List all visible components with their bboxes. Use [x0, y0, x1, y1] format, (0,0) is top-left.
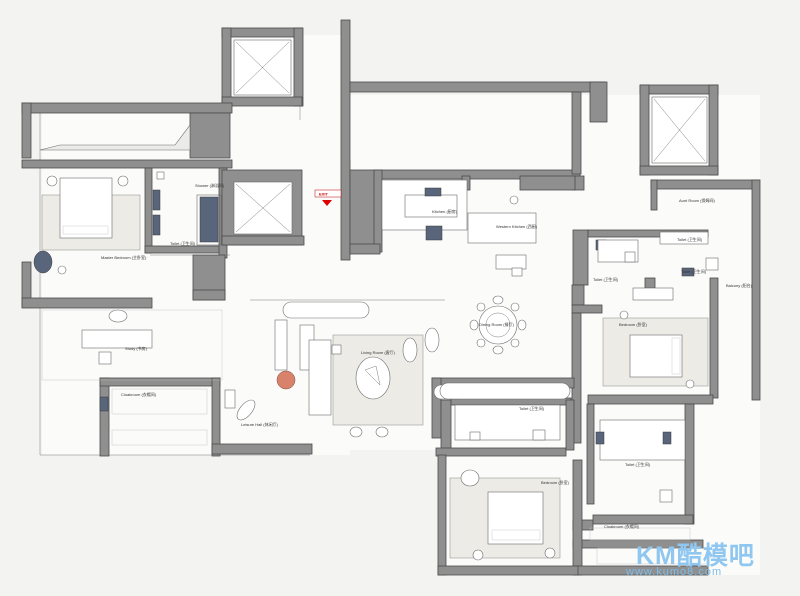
label-dining-room: Dining Room (餐厅) [479, 321, 515, 327]
label-leisure-hall: Leisure Hall (休闲厅) [241, 421, 279, 427]
stair-hatch [39, 124, 191, 151]
dining-room-furniture [469, 295, 527, 355]
label-shower: Shower (淋浴间) [195, 182, 225, 188]
label-western-kitchen: Western Kitchen (西厨) [496, 223, 538, 229]
watermark-logo: KM酷模吧 [636, 542, 755, 570]
label-living-room: Living Room (客厅) [361, 349, 396, 355]
watermark-url: www.kumo8.com [626, 566, 723, 578]
elevator-shaft-middle [233, 181, 293, 235]
label-toilet-lower-right: Toilet (卫生间) [625, 461, 651, 467]
leisure-hall-furniture [224, 389, 256, 421]
master-bedroom-furniture [33, 171, 222, 275]
label-toilet-right-b: Toilet (卫生间) [593, 276, 619, 282]
label-toilet-right-c: Toilet (卫生间) [681, 268, 707, 274]
elevator-shaft-top [233, 39, 292, 96]
right-rooms-furniture [589, 231, 719, 565]
kitchen-furniture [381, 179, 537, 277]
label-toilet-center: Toilet (卫生间) [519, 405, 545, 411]
label-study: Study (书房) [125, 345, 148, 351]
label-balcony: Balcony (阳台) [726, 282, 753, 288]
living-room-furniture [274, 301, 571, 438]
label-master-bedroom: Master Bedroom (主卧室) [101, 254, 147, 260]
label-bedroom-right: Bedroom (卧室) [619, 321, 648, 327]
exit-sign-text: EXIT [319, 192, 328, 197]
label-toilet-master: Toilet (卫生间) [170, 240, 196, 246]
room-labels: Master Bedroom (主卧室) Shower (淋浴间) Toilet… [101, 182, 753, 529]
center-bottom-furniture [449, 404, 561, 561]
exit-sign: EXIT [314, 189, 342, 206]
label-cloakroom-left: Cloakroom (衣帽间) [121, 391, 157, 397]
label-toilet-right-a: Toilet (卫生间) [677, 236, 703, 242]
label-kitchen: Kitchen (厨房) [432, 208, 458, 214]
label-cloakroom-right: Cloakroom (衣帽间) [604, 523, 640, 529]
label-bedroom-bottom: Bedroom (卧室) [541, 479, 570, 485]
elevator-shaft-right [651, 96, 708, 164]
study-furniture [41, 309, 223, 446]
label-aunt-room: Aunt Room (保姆间) [679, 197, 715, 203]
